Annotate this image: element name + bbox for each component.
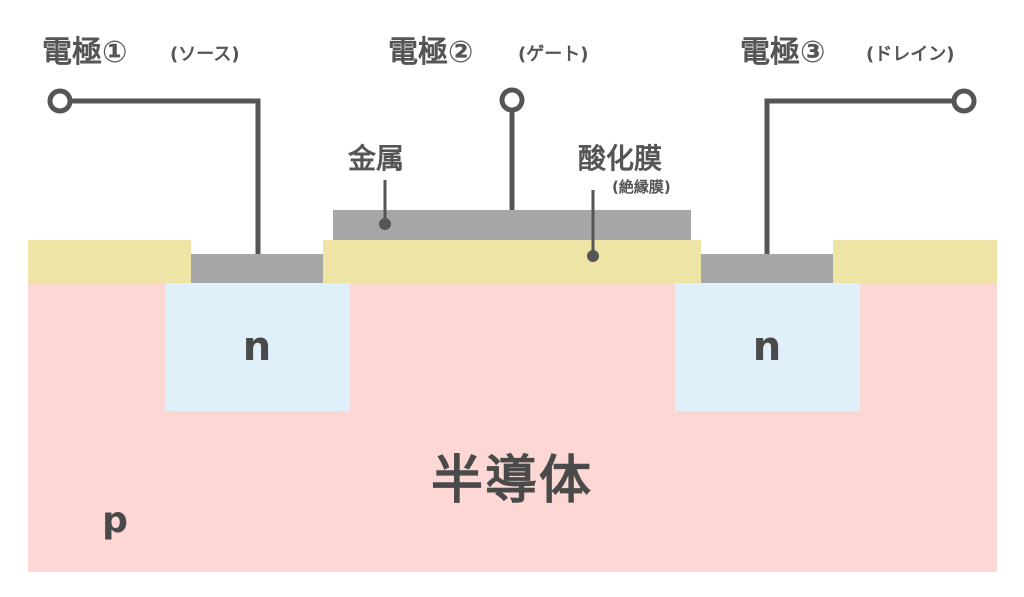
- oxide-gate: [323, 240, 701, 283]
- label-oxide: 酸化膜: [578, 142, 662, 175]
- metal-drain-contact: [701, 254, 833, 283]
- label-source-sub: (ソース): [170, 44, 240, 65]
- oxide-left: [28, 240, 191, 283]
- label-semiconductor: 半導体: [431, 451, 593, 511]
- metal-leader-dot: [379, 218, 391, 230]
- oxide-right: [833, 240, 997, 283]
- label-n-right: n: [753, 324, 781, 370]
- label-p: p: [102, 500, 128, 541]
- n-region-left: [165, 283, 350, 411]
- terminal-drain: [951, 88, 977, 114]
- label-gate: 電極②: [388, 35, 473, 70]
- metal-source-contact: [191, 254, 323, 283]
- oxide-leader-dot: [587, 250, 599, 262]
- label-drain-sub: (ドレイン): [866, 44, 954, 65]
- label-n-left: n: [243, 324, 271, 370]
- n-region-right: [675, 283, 860, 411]
- metal-gate: [333, 210, 691, 240]
- terminal-source: [47, 88, 73, 114]
- wire-source: [70, 98, 261, 254]
- terminal-gate: [499, 87, 525, 113]
- label-gate-sub: (ゲート): [518, 43, 588, 65]
- label-source: 電極①: [42, 35, 127, 70]
- label-metal: 金属: [347, 142, 404, 175]
- label-drain: 電極③: [740, 35, 825, 70]
- label-oxide-sub: (絶縁膜): [612, 178, 671, 196]
- wire-drain: [764, 98, 956, 254]
